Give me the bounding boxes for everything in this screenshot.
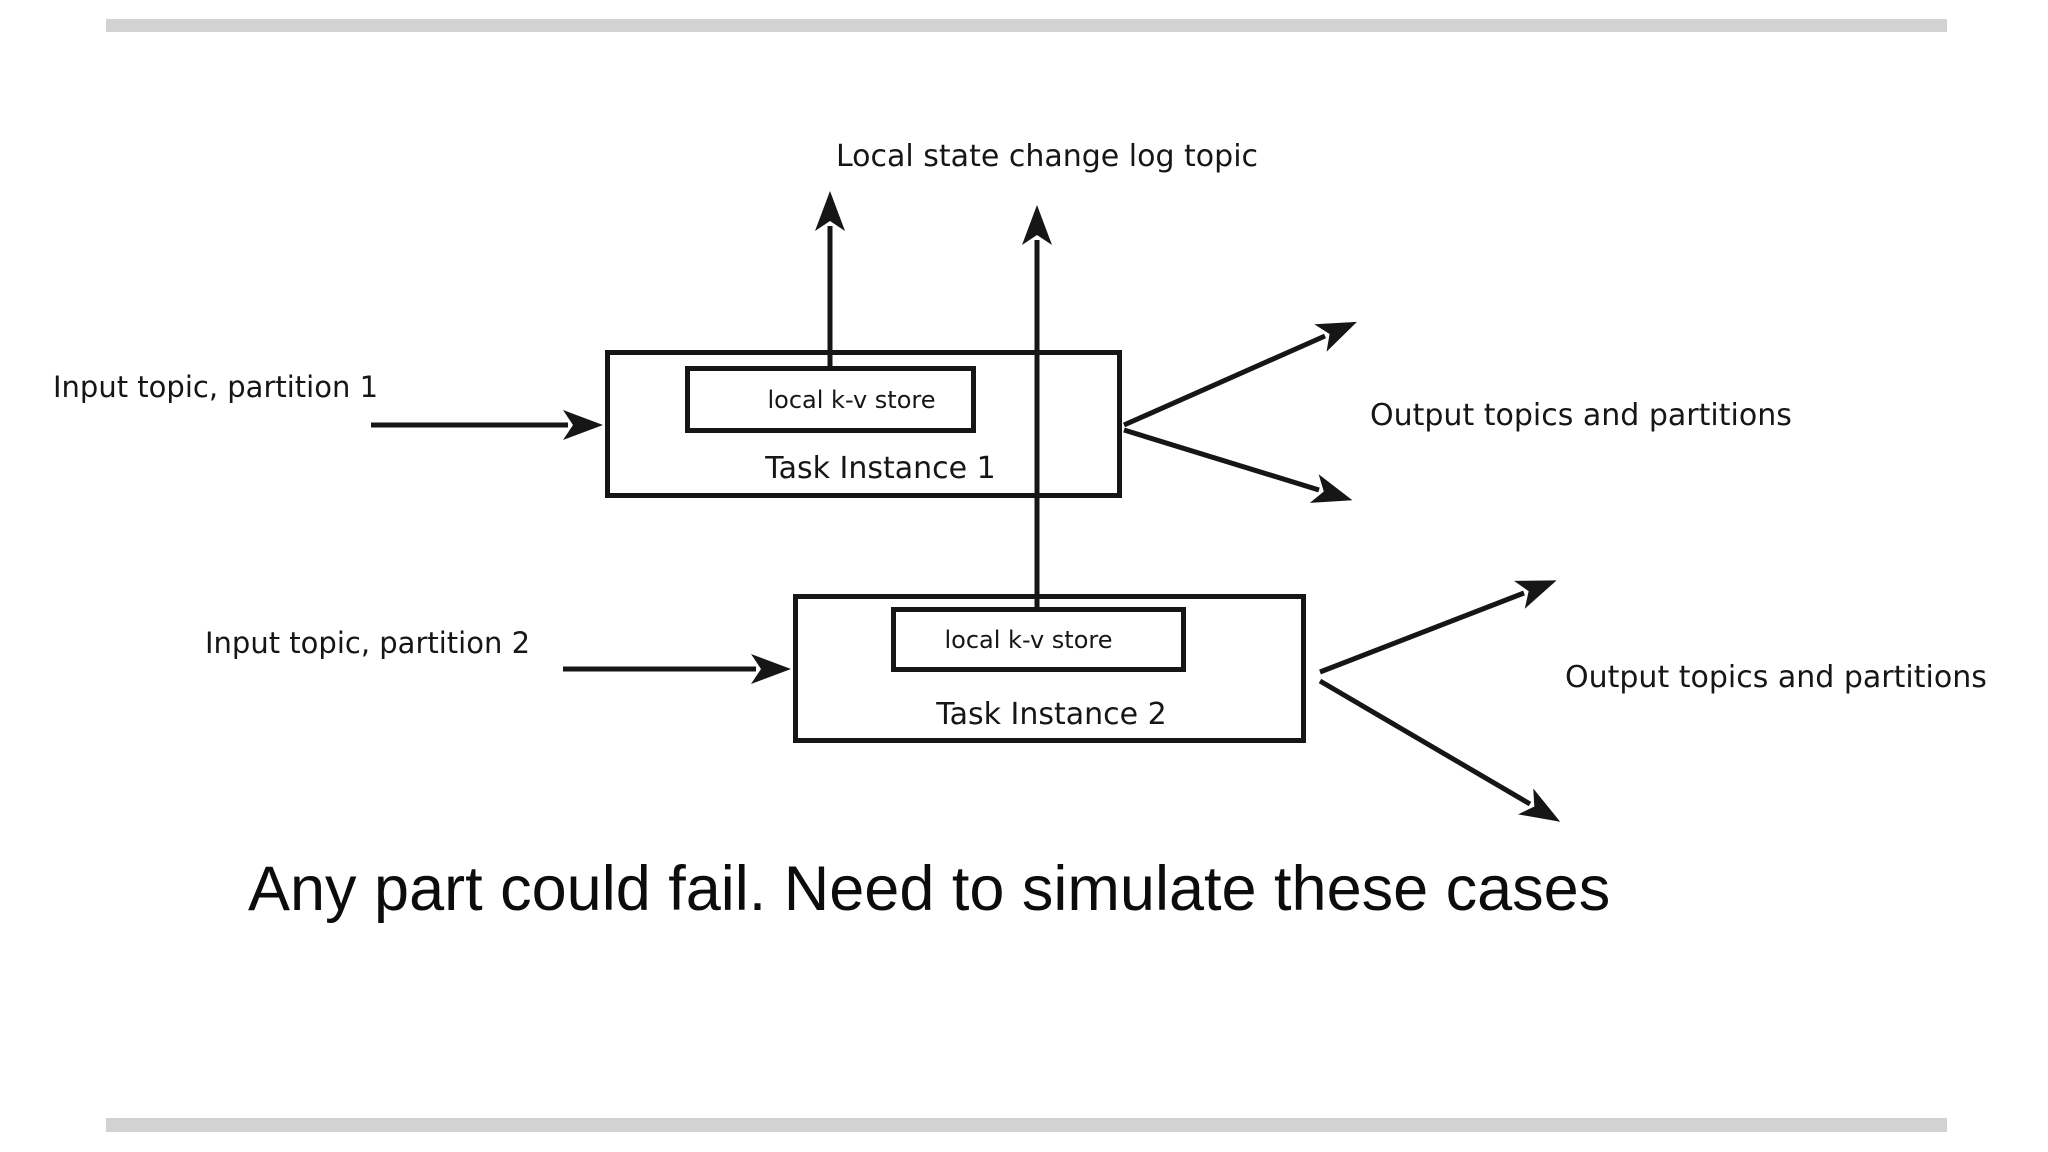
input-topic-partition-2-label: Input topic, partition 2	[205, 626, 531, 660]
task-instance-1-title: Task Instance 1	[765, 451, 996, 486]
bottom-divider-bar	[106, 1118, 1947, 1132]
local-kv-store-2-label: local k-v store	[944, 625, 1113, 654]
task-instance-2-title: Task Instance 2	[936, 697, 1167, 732]
input-topic-partition-1-label: Input topic, partition 1	[53, 370, 379, 404]
caption-text: Any part could fail. Need to simulate th…	[248, 854, 1611, 924]
top-divider-bar	[106, 19, 1947, 32]
changelog-topic-label: Local state change log topic	[836, 139, 1259, 174]
output-arrow-1-upper	[1122, 321, 1358, 428]
local-kv-store-2-box: local k-v store	[891, 607, 1186, 672]
output-topics-1-label: Output topics and partitions	[1370, 398, 1792, 433]
output-arrow-2-upper	[1319, 580, 1557, 675]
output-topics-2-label: Output topics and partitions	[1565, 660, 1987, 695]
output-arrow-1-lower	[1123, 427, 1353, 503]
local-kv-store-1-box: local k-v store	[685, 366, 976, 433]
local-kv-store-1-label: local k-v store	[767, 385, 936, 414]
output-arrow-2-lower	[1318, 678, 1561, 822]
